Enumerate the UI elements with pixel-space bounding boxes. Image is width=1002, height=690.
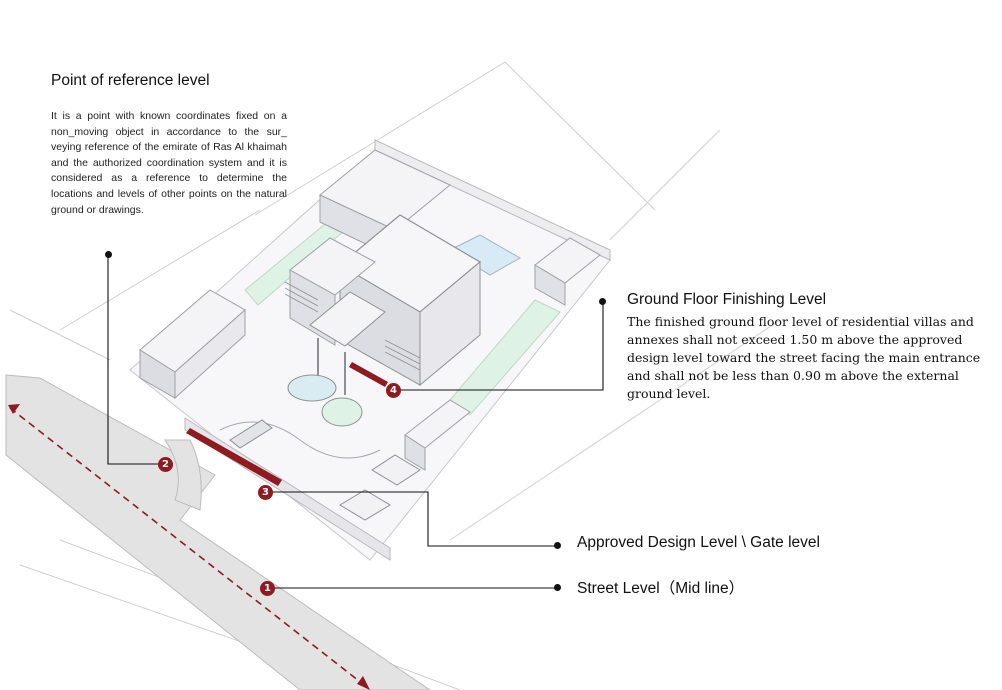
arrow-head-end xyxy=(357,676,370,690)
gazebo-2 xyxy=(339,489,391,521)
arrow-head-start xyxy=(8,404,20,414)
ground-floor-dot xyxy=(599,298,606,305)
portico-roof xyxy=(309,291,386,347)
marker-street-level: 1 xyxy=(260,581,275,596)
ground-floor-title: Ground Floor Finishing Level xyxy=(627,291,827,308)
pergola-right xyxy=(384,339,421,371)
approved-design-dot xyxy=(554,542,561,549)
ground-floor-leader xyxy=(400,302,604,391)
street-centre-line xyxy=(9,407,369,689)
reference-point-description: It is a point with known coordinates fix… xyxy=(51,110,287,216)
right-annex-front xyxy=(534,264,566,306)
reference-point-title: Point of reference level xyxy=(51,72,210,89)
marker-reference-point: 2 xyxy=(158,457,173,472)
fountain xyxy=(287,374,337,402)
gazebo-1 xyxy=(371,454,421,486)
ground-floor-level-bar xyxy=(349,362,388,387)
marker-gate-level: 3 xyxy=(258,485,273,500)
service-block-front xyxy=(404,434,426,471)
annex-left-front xyxy=(174,308,246,400)
street-level-dot xyxy=(554,584,561,591)
leader-lines xyxy=(107,255,604,589)
driveway-curve xyxy=(164,439,202,511)
street-level-title: Street Level（Mid line） xyxy=(577,580,745,597)
fountain-basin xyxy=(321,397,363,427)
driveway-loop xyxy=(219,421,381,459)
reference-point-leader xyxy=(107,255,160,465)
gate-block xyxy=(229,419,273,449)
front-wall xyxy=(184,417,391,561)
approved-design-leader xyxy=(270,491,557,547)
ground-floor-description: The finished ground floor level of resid… xyxy=(627,314,981,401)
approved-design-title: Approved Design Level \ Gate level xyxy=(577,534,820,551)
reference-point-dot xyxy=(105,251,112,258)
gate-level-bar xyxy=(186,428,282,486)
villa-wall-right xyxy=(419,260,481,387)
marker-ground-floor-level: 4 xyxy=(386,383,401,398)
pergola-left xyxy=(284,281,319,313)
street xyxy=(5,374,431,690)
back-wall xyxy=(374,139,611,261)
